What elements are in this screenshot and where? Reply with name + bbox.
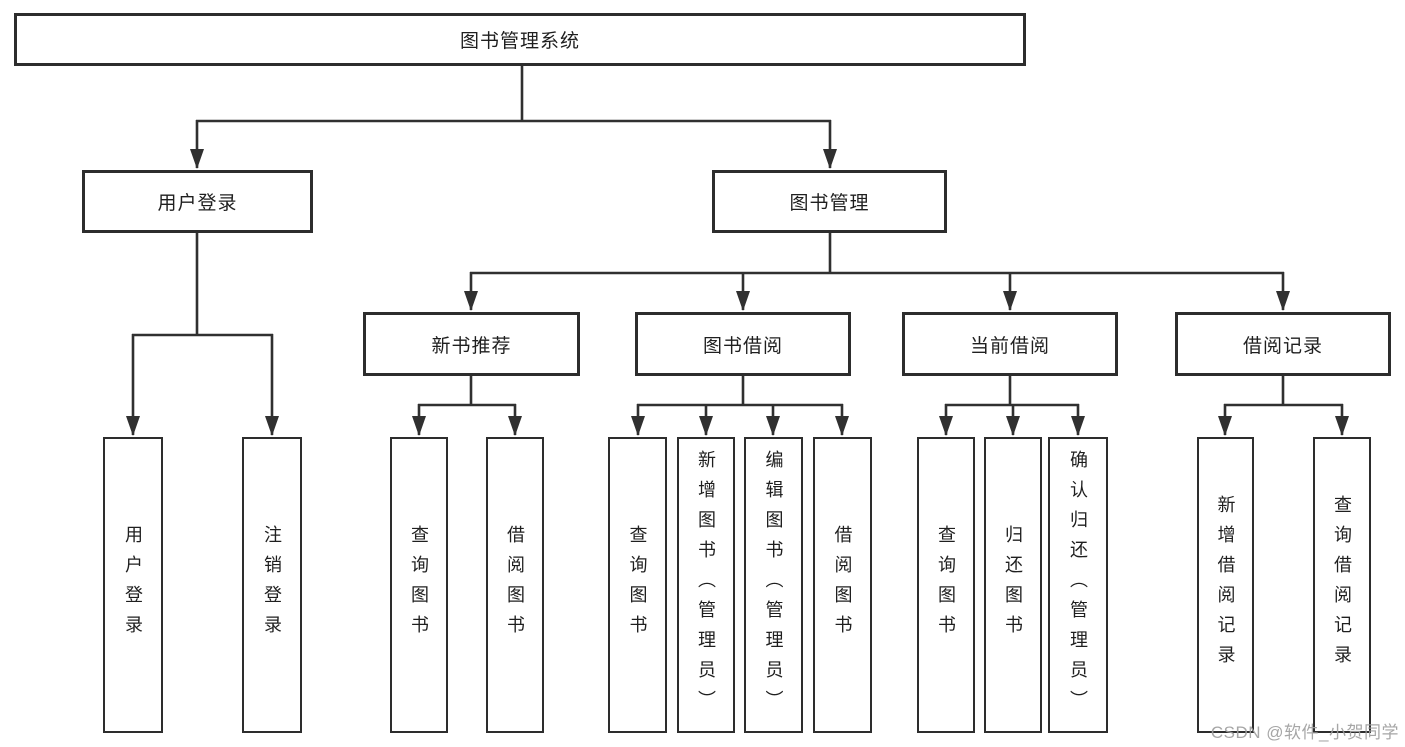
connector-records-children: [1218, 376, 1349, 436]
node-label: 图书管理: [789, 193, 870, 214]
leaf-query-books-newbook: 查询图书: [390, 437, 448, 733]
node-label: 编辑图书（管理员）: [763, 450, 784, 720]
node-label: 新增借阅记录: [1215, 495, 1236, 675]
node-label: 借阅图书: [505, 525, 525, 645]
connector-borrow-children: [631, 376, 849, 436]
node-label: 用户登录: [157, 193, 238, 214]
connector-current-children: [939, 376, 1085, 436]
node-label: 新书推荐: [431, 335, 512, 357]
node-label: 新增图书（管理员）: [696, 450, 716, 720]
node-label: 注销登录: [262, 525, 282, 645]
leaf-query-borrow-record: 查询借阅记录: [1313, 437, 1371, 733]
leaf-query-books-borrow: 查询图书: [608, 437, 667, 733]
connector-root-to-level1: [190, 66, 837, 169]
node-label: 借阅图书: [832, 525, 853, 645]
leaf-borrow-books-newbook: 借阅图书: [486, 437, 544, 733]
leaf-user-login: 用户登录: [103, 437, 163, 733]
node-label: 图书管理系统: [459, 31, 580, 52]
connector-userlogin-children: [126, 233, 279, 436]
node-book-borrowing: 图书借阅: [635, 312, 851, 376]
csdn-watermark: CSDN @软件_小贺同学: [1210, 723, 1399, 742]
leaf-return-books: 归还图书: [984, 437, 1042, 733]
leaf-confirm-return-admin: 确认归还（管理员）: [1048, 437, 1108, 733]
node-library-system: 图书管理系统: [14, 13, 1026, 66]
node-label: 查询图书: [409, 525, 429, 645]
node-label: 借阅记录: [1242, 335, 1323, 357]
node-label: 图书借阅: [702, 335, 783, 357]
leaf-add-books-admin: 新增图书（管理员）: [677, 437, 735, 733]
node-user-login: 用户登录: [82, 170, 313, 233]
connector-bookmgmt-children: [464, 233, 1290, 311]
node-label: 查询图书: [936, 525, 956, 645]
leaf-borrow-books: 借阅图书: [813, 437, 872, 733]
leaf-add-borrow-record: 新增借阅记录: [1197, 437, 1254, 733]
connector-newbook-children: [412, 376, 522, 436]
leaf-logout: 注销登录: [242, 437, 302, 733]
leaf-query-books-current: 查询图书: [917, 437, 975, 733]
node-new-book-recommend: 新书推荐: [363, 312, 580, 376]
node-label: 当前借阅: [969, 335, 1050, 357]
node-label: 确认归还（管理员）: [1068, 450, 1088, 720]
node-label: 查询图书: [627, 525, 648, 645]
node-label: 归还图书: [1003, 525, 1023, 645]
node-book-management: 图书管理: [712, 170, 947, 233]
node-label: 用户登录: [123, 525, 143, 645]
node-label: 查询借阅记录: [1332, 495, 1352, 675]
leaf-edit-books-admin: 编辑图书（管理员）: [744, 437, 803, 733]
node-borrow-records: 借阅记录: [1175, 312, 1391, 376]
node-current-borrowing: 当前借阅: [902, 312, 1118, 376]
